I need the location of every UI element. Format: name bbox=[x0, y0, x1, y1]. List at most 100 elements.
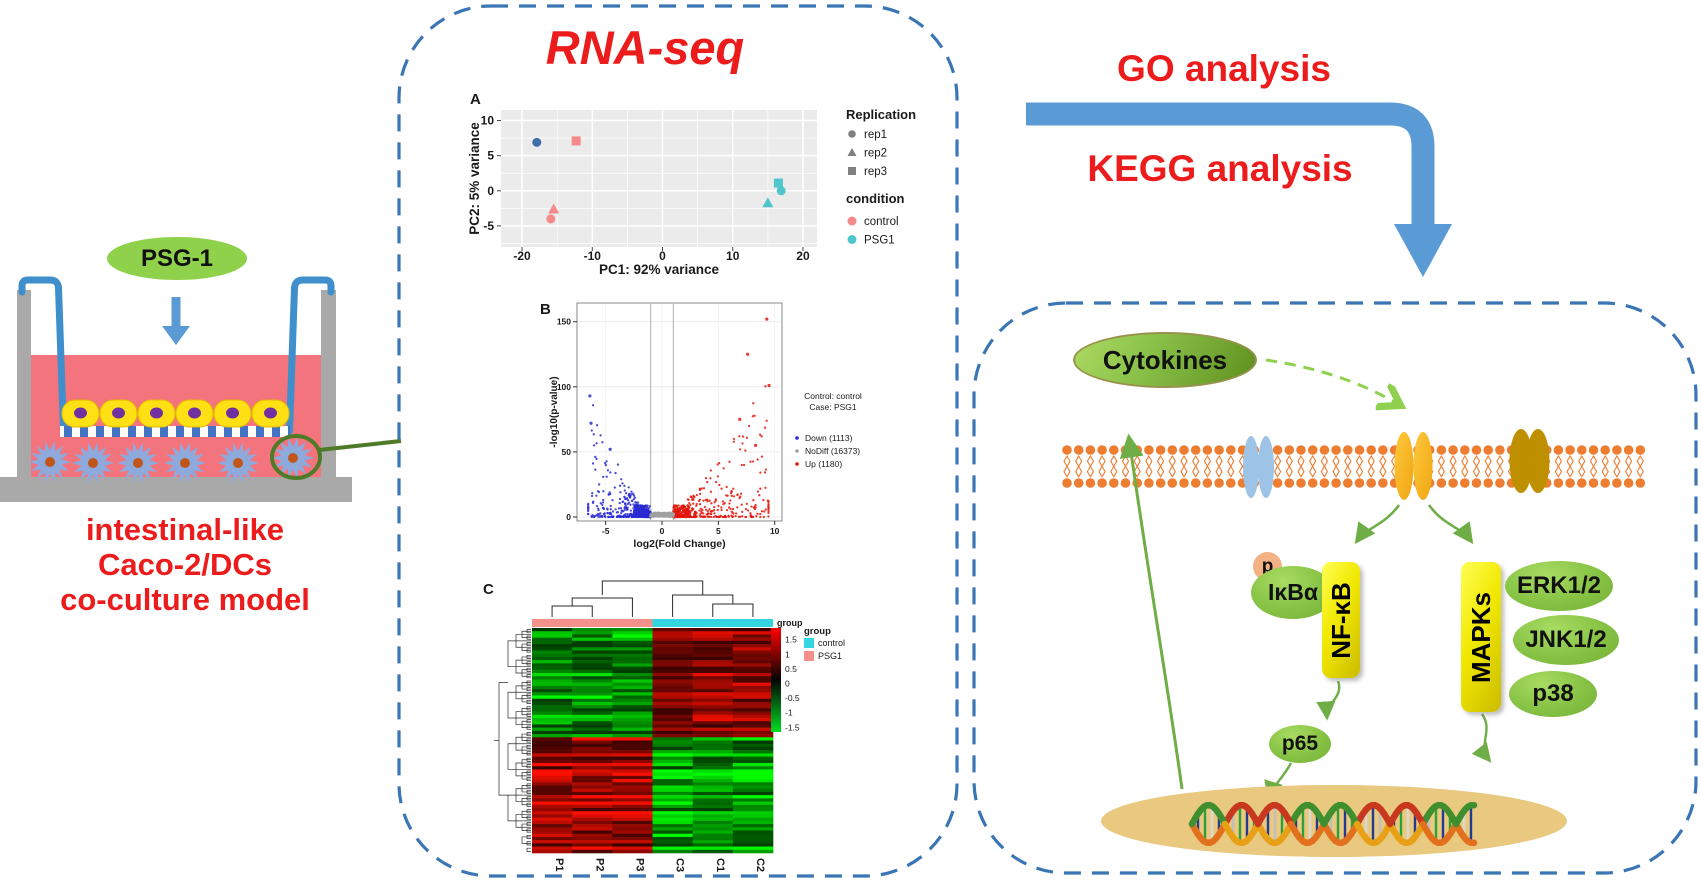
svg-text:20: 20 bbox=[796, 249, 810, 263]
svg-text:log2(Fold Change): log2(Fold Change) bbox=[633, 538, 725, 550]
svg-text:P3: P3 bbox=[633, 858, 645, 871]
caco2-nucleus bbox=[188, 407, 201, 419]
dc-center bbox=[233, 458, 243, 468]
svg-text:-20: -20 bbox=[513, 249, 531, 263]
svg-text:A: A bbox=[470, 91, 481, 108]
p38-ellipse-label: p38 bbox=[1509, 671, 1597, 717]
dc-center bbox=[180, 458, 190, 468]
svg-text:5: 5 bbox=[487, 149, 494, 163]
ion-channel-left-lobe bbox=[1243, 436, 1259, 498]
model-caption-line2: Caco-2/DCs bbox=[98, 547, 272, 582]
model-caption: intestinal-like Caco-2/DCs co-culture mo… bbox=[15, 512, 355, 617]
receptor-to-mapk-arrow bbox=[1427, 504, 1474, 545]
svg-text:0: 0 bbox=[660, 526, 665, 536]
caco2-nucleus bbox=[264, 407, 277, 419]
svg-text:P1: P1 bbox=[553, 858, 565, 871]
caco2-nucleus bbox=[74, 407, 87, 419]
svg-text:PC1: 92% variance: PC1: 92% variance bbox=[599, 262, 720, 277]
svg-text:group: group bbox=[777, 618, 803, 628]
svg-text:1.5: 1.5 bbox=[785, 635, 797, 645]
svg-text:C: C bbox=[483, 581, 494, 598]
svg-text:control: control bbox=[818, 638, 845, 648]
svg-text:-5: -5 bbox=[602, 526, 610, 536]
pathway-graphics bbox=[1062, 358, 1646, 857]
svg-text:control: control bbox=[864, 216, 899, 228]
jnk-ellipse-label: JNK1/2 bbox=[1513, 615, 1619, 665]
svg-text:50: 50 bbox=[562, 447, 572, 457]
transwell-insert-right-wall bbox=[286, 276, 335, 435]
svg-text:rep1: rep1 bbox=[864, 129, 887, 141]
svg-text:0: 0 bbox=[785, 679, 790, 689]
kegg-analysis-label: KEGG analysis bbox=[1087, 148, 1353, 189]
svg-text:1: 1 bbox=[785, 649, 790, 659]
svg-text:0: 0 bbox=[487, 184, 494, 198]
receptor-right-lobe bbox=[1413, 432, 1433, 500]
dc-center bbox=[45, 457, 55, 467]
svg-text:100: 100 bbox=[557, 382, 571, 392]
nfkb-node: NF-κB bbox=[1322, 562, 1360, 678]
svg-text:P2: P2 bbox=[593, 858, 605, 871]
caco2-nucleus bbox=[112, 407, 125, 419]
mapk-to-nucleus-arrow bbox=[1471, 713, 1492, 763]
well-base bbox=[0, 477, 352, 502]
svg-text:Down (1113): Down (1113) bbox=[805, 433, 853, 443]
svg-text:PSG1: PSG1 bbox=[818, 651, 842, 661]
dc-highlight-circle bbox=[270, 434, 322, 480]
go-kegg-arrow bbox=[1026, 102, 1452, 277]
caco2-nucleus bbox=[150, 407, 163, 419]
mapks-label: MAPKs bbox=[1465, 591, 1496, 683]
svg-text:0: 0 bbox=[659, 249, 666, 263]
nfkb-to-p65-arrow bbox=[1316, 680, 1341, 721]
svg-text:Up (1180): Up (1180) bbox=[805, 459, 842, 469]
membrane-protein-right-lobe bbox=[1526, 429, 1550, 493]
cytokine-to-receptor-dashed-arrow bbox=[1265, 358, 1398, 404]
volcano-plot: B 0 50 100 150 -5 0 5 10 log2(Fold Change) -log10(… bbox=[540, 301, 862, 550]
svg-text:0: 0 bbox=[566, 512, 571, 522]
go-analysis-label: GO analysis bbox=[1117, 48, 1331, 89]
svg-text:PC2: 5% variance: PC2: 5% variance bbox=[467, 122, 482, 235]
well-right-wall bbox=[321, 290, 336, 478]
dna-helix bbox=[1188, 801, 1478, 847]
model-to-rnaseq-connector bbox=[318, 439, 402, 452]
svg-text:-10: -10 bbox=[584, 249, 602, 263]
svg-text:150: 150 bbox=[557, 317, 571, 327]
svg-text:condition: condition bbox=[846, 191, 905, 206]
svg-text:C1: C1 bbox=[714, 858, 726, 872]
dendritic-cells bbox=[29, 437, 314, 484]
svg-text:10: 10 bbox=[726, 249, 740, 263]
svg-text:C3: C3 bbox=[674, 858, 686, 872]
nucleus bbox=[1101, 785, 1567, 857]
svg-text:10: 10 bbox=[770, 526, 780, 536]
svg-text:5: 5 bbox=[716, 526, 721, 536]
svg-text:rep2: rep2 bbox=[864, 148, 887, 160]
membrane-protein-left-lobe bbox=[1509, 429, 1533, 493]
receptor-left-lobe bbox=[1394, 432, 1414, 500]
p65-ellipse-label: p65 bbox=[1269, 725, 1331, 763]
caco2-nucleus bbox=[226, 407, 239, 419]
well-left-wall bbox=[17, 290, 31, 478]
svg-text:0.5: 0.5 bbox=[785, 664, 797, 674]
cytokines-ellipse-label: Cytokines bbox=[1073, 332, 1257, 388]
svg-text:-log10(p-value): -log10(p-value) bbox=[549, 376, 560, 447]
pathway-dashed-box bbox=[972, 301, 1698, 875]
svg-text:-0.5: -0.5 bbox=[785, 693, 800, 703]
rnaseq-title: RNA-seq bbox=[545, 21, 745, 74]
svg-text:Control: control: Control: control bbox=[804, 391, 862, 401]
dc-center bbox=[88, 458, 98, 468]
svg-text:NoDiff (16373): NoDiff (16373) bbox=[805, 446, 860, 456]
svg-text:10: 10 bbox=[481, 114, 495, 128]
psg1-down-arrow-head bbox=[162, 326, 190, 345]
transwell-insert-left-wall bbox=[18, 276, 67, 435]
mapks-node: MAPKs bbox=[1461, 562, 1501, 712]
svg-text:Replication: Replication bbox=[846, 107, 916, 122]
svg-text:B: B bbox=[540, 301, 551, 318]
svg-text:PSG1: PSG1 bbox=[864, 235, 895, 247]
svg-text:-1: -1 bbox=[785, 708, 793, 718]
ion-channel-right-lobe bbox=[1258, 436, 1274, 498]
svg-text:rep3: rep3 bbox=[864, 166, 887, 178]
svg-text:C2: C2 bbox=[754, 858, 766, 872]
